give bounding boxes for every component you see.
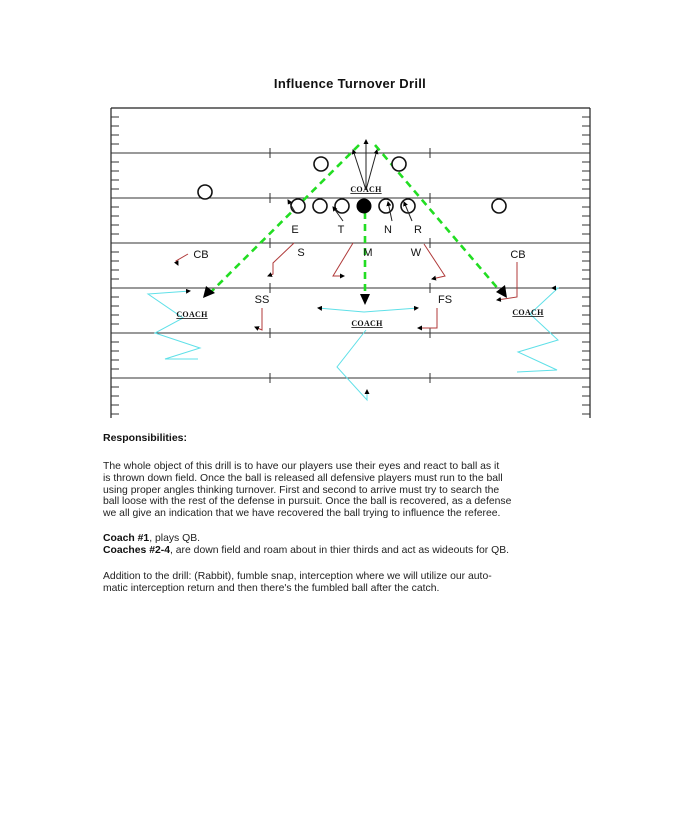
play-diagram: COACH COACH COACH COACH E T N R S M W CB… (110, 107, 591, 418)
label-n: N (384, 224, 392, 236)
dline-moves (287, 199, 413, 222)
coach-center-label: COACH (351, 319, 383, 328)
addition-line: matic interception return and then there… (103, 582, 440, 594)
coach-routes (146, 285, 560, 402)
arrowhead-left-icon (203, 286, 215, 298)
lineman (334, 198, 350, 214)
field-outline (110, 107, 591, 418)
receiver-left-slot (313, 156, 329, 172)
label-e: E (291, 224, 298, 236)
label-s: S (297, 247, 304, 259)
paragraph-line: we all give an indication that we have r… (103, 508, 501, 520)
sideline-ticks (111, 116, 590, 415)
paragraph-line: is thrown down field. Once the ball is r… (103, 472, 503, 484)
label-r: R (414, 224, 422, 236)
paragraph-line: using proper angles thinking turnover. F… (103, 484, 500, 496)
paragraph-line: ball loose with the rest of the defense … (103, 496, 512, 508)
label-cb-left: CB (193, 249, 208, 261)
defender-drops (173, 242, 518, 331)
coach-roles: Coach #1, plays QB. Coaches #2-4, are do… (103, 533, 573, 557)
coach-left-label: COACH (176, 310, 208, 319)
coaches24-line: Coaches #2-4, are down field and roam ab… (103, 545, 573, 557)
receiver-right-slot (391, 156, 407, 172)
label-cb-right: CB (510, 249, 525, 261)
label-m: M (363, 247, 372, 259)
lineman (312, 198, 328, 214)
pass-routes (211, 144, 501, 295)
page-title: Influence Turnover Drill (273, 76, 427, 91)
label-w: W (411, 247, 422, 259)
paragraph-line: The whole object of this drill is to hav… (103, 461, 500, 472)
coach1-line: Coach #1, plays QB. (103, 533, 573, 545)
receiver-right-wide (491, 198, 507, 214)
lineman (378, 198, 394, 214)
label-ss: SS (255, 294, 270, 306)
label-t: T (338, 224, 345, 236)
drill-addition: Addition to the drill: (Rabbit), fumble … (103, 571, 573, 595)
arrowhead-right-icon (496, 285, 507, 298)
coaches24-desc: , are down field and roam about in thier… (170, 544, 510, 556)
football-ball (356, 198, 372, 214)
yard-lines (111, 152, 590, 379)
coaches24-label: Coaches #2-4 (103, 544, 170, 556)
addition-line: Addition to the drill: (Rabbit), fumble … (103, 571, 492, 582)
qb-read-lines (351, 139, 379, 191)
coach1-desc: , plays QB. (149, 533, 201, 544)
lineman (290, 198, 306, 214)
coach-qb-label: COACH (350, 185, 382, 194)
arrowhead-center-icon (360, 294, 370, 305)
receiver-left-wide (197, 184, 213, 200)
label-fs: FS (438, 294, 452, 306)
responsibilities-paragraph: The whole object of this drill is to hav… (103, 461, 573, 520)
coach-right-label: COACH (512, 308, 544, 317)
coach1-label: Coach #1 (103, 533, 150, 544)
hash-marks (269, 148, 431, 383)
pass-arrowheads (203, 285, 507, 305)
responsibilities-heading: Responsibilities: (103, 432, 188, 444)
